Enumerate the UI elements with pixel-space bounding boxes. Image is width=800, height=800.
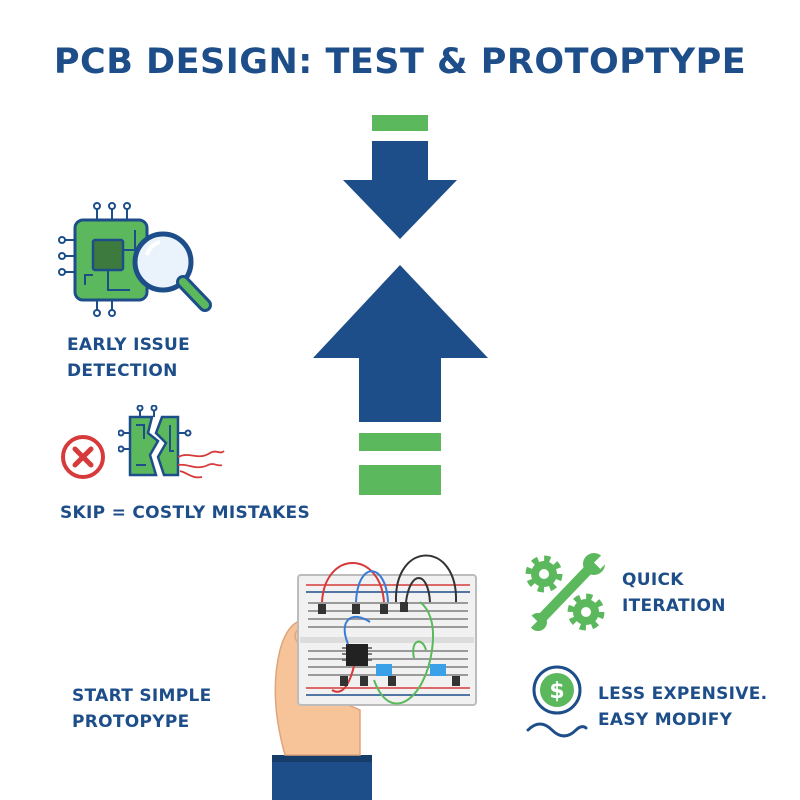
central-arrows-graphic: [313, 115, 488, 495]
less-expensive-easy-modify-label: LESS EXPENSIVE. EASY MODIFY: [598, 684, 768, 730]
gear-icon: [525, 555, 563, 593]
skip-costly-mistakes-label: SKIP = COSTLY MISTAKES: [60, 503, 311, 523]
breadboard-hand-icon: [272, 554, 477, 800]
quick-iteration-label: QUICK ITERATION: [622, 570, 726, 616]
gears-wrench-icon: [523, 553, 610, 631]
error-x-icon: [61, 435, 105, 479]
svg-text:$: $: [549, 679, 564, 704]
broken-circuit-board-icon: [118, 405, 225, 479]
circuit-board-magnifier-icon: [58, 202, 212, 317]
dollar-coin-icon: $: [526, 665, 588, 738]
arrow-down-icon: [343, 115, 457, 239]
gear-icon: [567, 593, 605, 631]
arrow-up-icon: [313, 265, 488, 495]
page-title: PCB DESIGN: TEST & PROTOPTYPE: [53, 42, 747, 82]
wrench-icon: [523, 553, 610, 631]
early-issue-detection-label: EARLY ISSUE DETECTION: [67, 335, 191, 381]
start-simple-protopype-label: START SIMPLE PROTOPYPE: [72, 686, 212, 732]
